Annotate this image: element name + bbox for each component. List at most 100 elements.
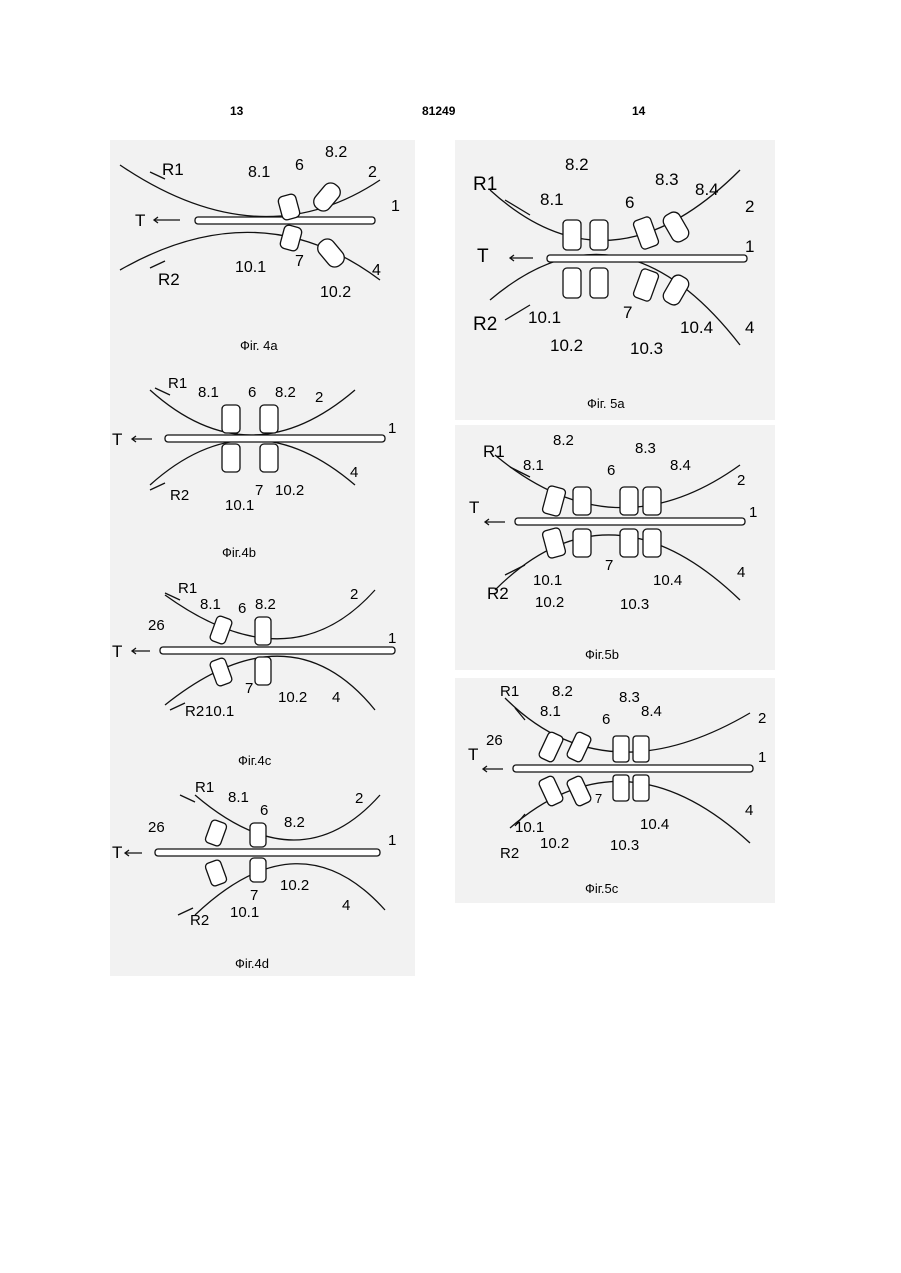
label-10-2: 10.2 [275,482,304,499]
label-8-2: 8.2 [325,144,347,161]
label-10-3: 10.3 [620,596,649,613]
arrow-r2 [505,565,525,575]
label-7: 7 [295,253,304,270]
roll-8-1 [563,220,581,250]
caption-fig4d: Фіг.4d [235,956,269,971]
label-10-3: 10.3 [630,339,663,358]
roll-4-curve [495,535,740,600]
label-6: 6 [607,462,615,479]
label-6: 6 [602,711,610,728]
strip-1 [160,647,395,654]
caption-fig5c: Фіг.5c [585,881,619,896]
label-4: 4 [372,262,381,279]
roll-8-2 [566,731,592,763]
figure-5c: R1 T R2 26 8.1 8.2 6 8.3 8.4 2 1 10.1 10… [455,678,775,903]
label-10-2: 10.2 [320,284,351,301]
label-1: 1 [749,504,757,521]
roll-10-4 [633,775,649,801]
label-4: 4 [332,689,340,706]
label-8-3: 8.3 [655,170,679,189]
label-8-1: 8.1 [248,164,270,181]
roll-8-4 [643,487,661,515]
roll-10-2 [590,268,608,298]
label-7: 7 [623,303,632,322]
label-8-2: 8.2 [553,432,574,449]
label-8-2: 8.2 [275,384,296,401]
label-R1: R1 [473,174,497,195]
label-7: 7 [605,557,613,574]
label-T: T [112,843,122,862]
label-10-2: 10.2 [540,835,569,852]
label-T: T [468,745,478,764]
roll-8-2 [310,180,343,215]
roll-8-4 [633,736,649,762]
label-1: 1 [388,630,396,647]
label-4: 4 [745,318,754,337]
label-8-3: 8.3 [619,689,640,706]
roll-10-4 [661,273,692,308]
label-R2: R2 [185,703,204,720]
roll-10-2 [260,444,278,472]
roll-8-2 [260,405,278,433]
label-26: 26 [148,819,165,836]
page-number-left: 13 [230,104,243,118]
label-6: 6 [238,600,246,617]
roll-8-3 [620,487,638,515]
roll-10-3 [613,775,629,801]
strip-1 [547,255,747,262]
label-2: 2 [737,472,745,489]
label-6: 6 [260,802,268,819]
figure-5a: R1 T R2 8.1 8.2 6 8.3 8.4 2 1 10.1 10.2 … [455,140,775,420]
strip-1 [515,518,745,525]
roll-8-3 [632,216,659,250]
roll-10-2 [314,236,347,271]
label-R2: R2 [487,584,509,603]
label-1: 1 [388,420,396,437]
label-R2: R2 [500,845,519,862]
label-10-1: 10.1 [225,497,254,514]
label-10-2: 10.2 [535,594,564,611]
roll-10-3 [620,529,638,557]
label-8-2: 8.2 [565,155,589,174]
label-1: 1 [745,237,754,256]
label-10-4: 10.4 [653,572,682,589]
label-8-4: 8.4 [670,457,691,474]
roll-10-4 [643,529,661,557]
label-T: T [477,246,489,267]
label-T: T [135,211,145,230]
roll-10-1 [204,859,227,887]
roll-8-2 [590,220,608,250]
label-8-1: 8.1 [198,384,219,401]
caption-fig4b: Фіг.4b [222,545,256,560]
label-8-4: 8.4 [641,703,662,720]
label-1: 1 [388,832,396,849]
strip-1 [165,435,385,442]
label-8-1: 8.1 [228,789,249,806]
label-8-2: 8.2 [552,683,573,700]
label-8-1: 8.1 [523,457,544,474]
roll-10-2 [566,775,592,807]
roll-10-1 [279,224,303,252]
label-8-2: 8.2 [284,814,305,831]
arrow-r1 [180,795,195,802]
label-8-1: 8.1 [200,596,221,613]
label-R1: R1 [500,683,519,700]
caption-fig5a: Фіг. 5a [587,396,625,411]
label-7: 7 [255,482,263,499]
label-T: T [112,642,122,661]
figure-4c: R1 T R2 26 8.1 6 8.2 2 1 10.1 7 10.2 4 Ф… [110,575,415,770]
label-10-1: 10.1 [515,819,544,836]
label-10-1: 10.1 [533,572,562,589]
label-10-4: 10.4 [640,816,669,833]
roll-10-2 [573,529,591,557]
label-2: 2 [745,197,754,216]
label-26: 26 [148,617,165,634]
label-R1: R1 [162,160,184,179]
label-R2: R2 [190,912,209,929]
roll-10-1 [563,268,581,298]
label-26: 26 [486,732,503,749]
label-4: 4 [737,564,745,581]
strip-1 [155,849,380,856]
roll-8-3 [613,736,629,762]
label-6: 6 [295,157,304,174]
